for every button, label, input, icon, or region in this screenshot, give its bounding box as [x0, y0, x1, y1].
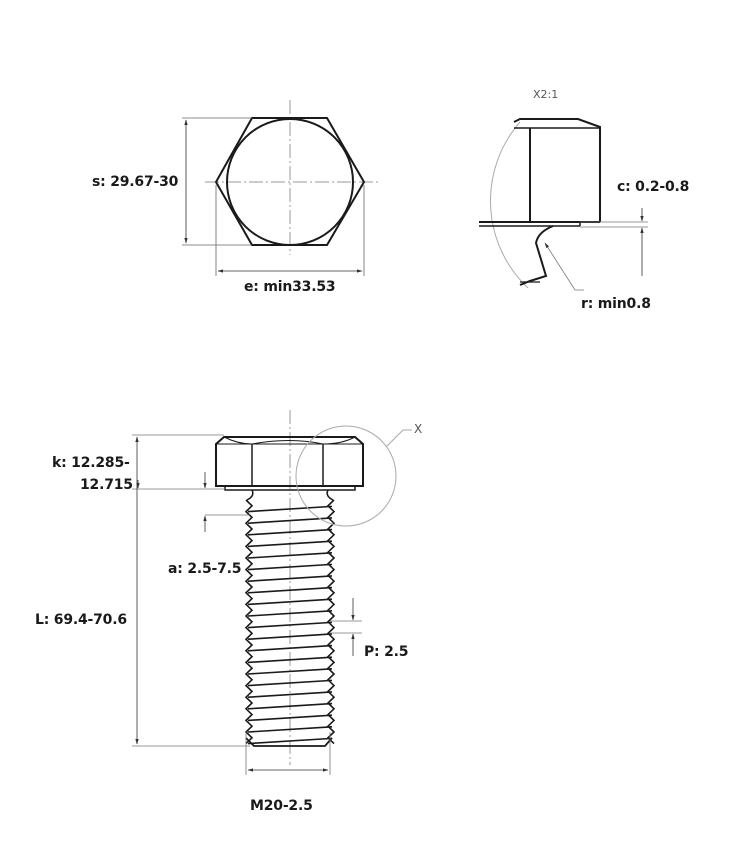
- side-view-bolt: [132, 410, 412, 775]
- detail-marker-x: X: [414, 422, 423, 436]
- top-view-hexagon: [182, 100, 380, 276]
- dimension-k-label-line1: k: 12.285-: [52, 455, 130, 471]
- dimension-c-label: c: 0.2-0.8: [617, 179, 690, 195]
- dimension-s-label: s: 29.67-30: [92, 174, 179, 190]
- detail-scale-label: X2:1: [533, 88, 559, 101]
- dimension-L-label: L: 69.4-70.6: [35, 612, 127, 628]
- dimension-e-label: e: min33.53: [244, 279, 336, 295]
- dimension-k-label-line2: 12.715: [80, 477, 133, 493]
- dimension-r-label: r: min0.8: [581, 296, 651, 312]
- dimension-a-label: a: 2.5-7.5: [168, 561, 242, 577]
- dimension-P-label: P: 2.5: [364, 644, 409, 660]
- thread-spec-label: M20-2.5: [250, 798, 313, 814]
- detail-view-x: [479, 118, 648, 291]
